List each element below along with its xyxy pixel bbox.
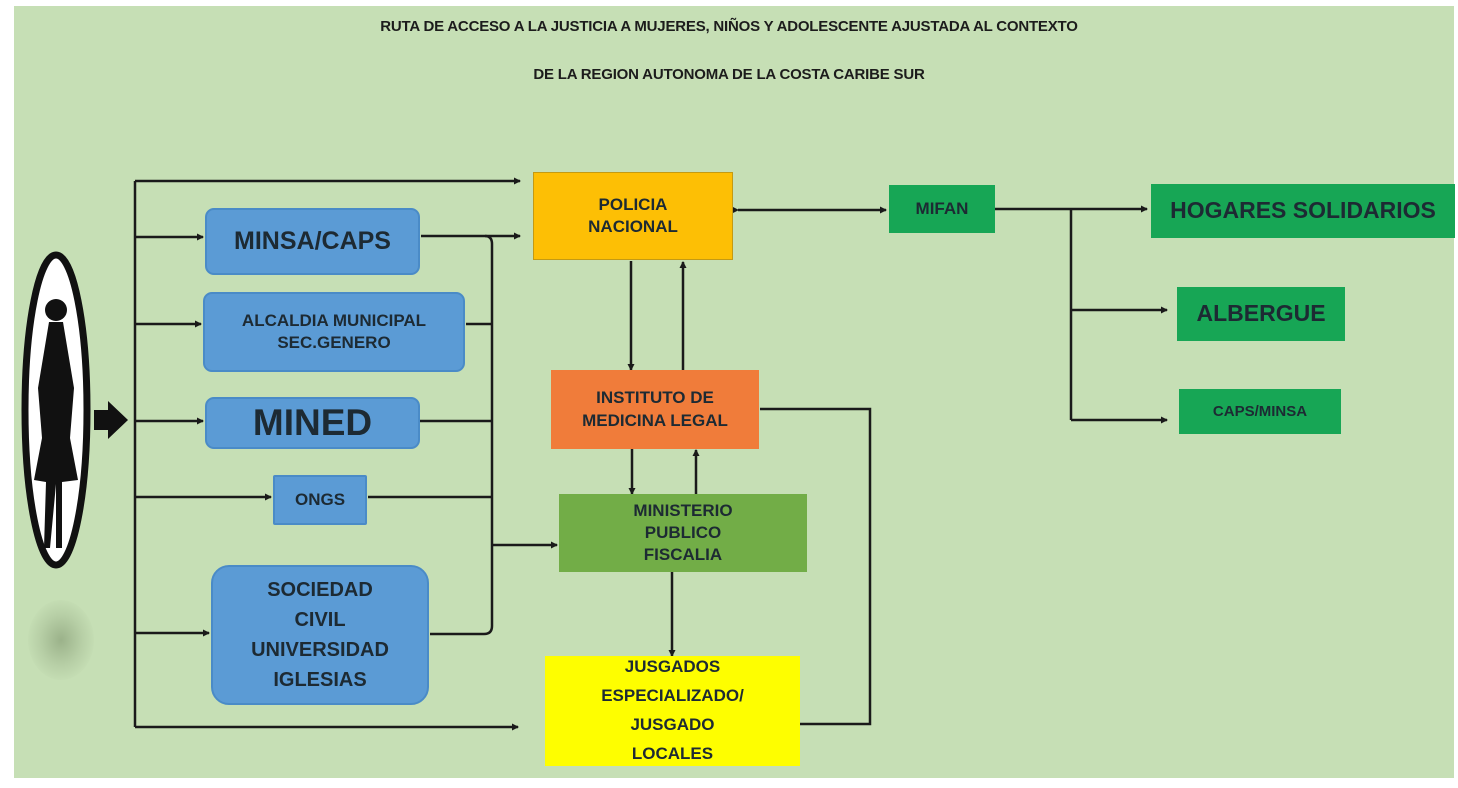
sociedad-civil-box: SOCIEDAD CIVIL UNIVERSIDAD IGLESIAS — [211, 565, 429, 705]
ongs-label: ONGS — [294, 489, 346, 509]
policia-nacional-label: POLICIA NACIONAL — [588, 194, 678, 236]
minsa-caps-label: MINSA/CAPS — [234, 227, 391, 256]
sociedad-civil-label: SOCIEDAD CIVIL UNIVERSIDAD IGLESIAS — [251, 579, 389, 691]
hogares-solidarios-box: HOGARES SOLIDARIOS — [1151, 184, 1455, 238]
hogares-solidarios-label: HOGARES SOLIDARIOS — [1170, 197, 1436, 224]
ongs-box: ONGS — [273, 475, 367, 525]
policia-nacional-box: POLICIA NACIONAL — [533, 172, 733, 260]
ministerio-publico-box: MINISTERIO PUBLICO FISCALIA — [559, 494, 807, 572]
woman-silhouette-icon — [21, 251, 91, 569]
albergue-box: ALBERGUE — [1177, 287, 1345, 341]
instituto-medicina-legal-box: INSTITUTO DE MEDICINA LEGAL — [551, 370, 759, 449]
alcaldia-label: ALCALDIA MUNICIPAL SEC.GENERO — [241, 310, 427, 352]
jusgados-box: JUSGADOS ESPECIALIZADO/ JUSGADO LOCALES — [545, 656, 800, 766]
mined-box: MINED — [205, 397, 420, 449]
albergue-label: ALBERGUE — [1196, 300, 1326, 327]
instituto-medicina-legal-label: INSTITUTO DE MEDICINA LEGAL — [582, 388, 728, 430]
caps-minsa-box: CAPS/MINSA — [1179, 389, 1341, 434]
jusgados-label: JUSGADOS ESPECIALIZADO/ JUSGADO LOCALES — [601, 657, 744, 763]
faded-circle-decoration — [28, 600, 94, 680]
minsa-caps-box: MINSA/CAPS — [205, 208, 420, 275]
caps-minsa-label: CAPS/MINSA — [1212, 402, 1308, 420]
mined-label: MINED — [252, 401, 373, 443]
ministerio-publico-label: MINISTERIO PUBLICO FISCALIA — [633, 500, 733, 565]
mifan-box: MIFAN — [889, 185, 995, 233]
alcaldia-box: ALCALDIA MUNICIPAL SEC.GENERO — [203, 292, 465, 372]
start-arrow-icon — [94, 401, 128, 439]
diagram-title-line-2: DE LA REGION AUTONOMA DE LA COSTA CARIBE… — [533, 66, 925, 83]
instituto-jusgados-loop — [760, 407, 872, 726]
mifan-label: MIFAN — [915, 198, 969, 218]
diagram-title-line-1: RUTA DE ACCESO A LA JUSTICIA A MUJERES, … — [380, 18, 1078, 35]
